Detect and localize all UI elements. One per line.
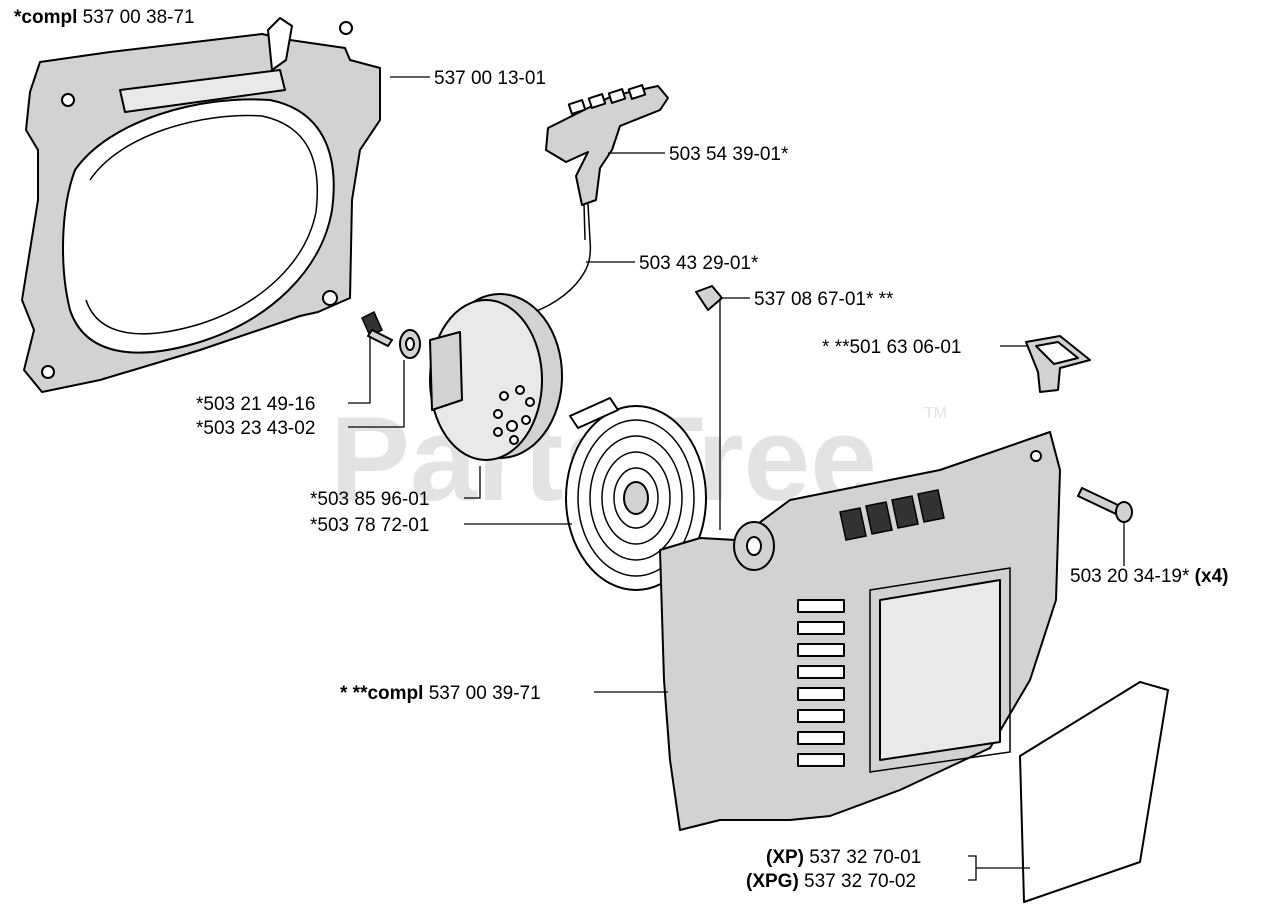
label-compl-fan-housing: *compl 537 00 38-71 [14,7,195,28]
label-cover-screw: 503 20 34-19* (x4) [1070,566,1228,587]
label-screw: *503 21 49-16 [196,394,315,415]
label-starter-rope: 503 43 29-01* [639,253,759,274]
label-cover-screw-number: 503 20 34-19* [1070,566,1195,587]
label-cover-screw-qty: (x4) [1195,566,1229,587]
rope-pulley-part[interactable] [429,293,563,461]
washer-part[interactable] [399,329,421,359]
label-valve: * **501 63 06-01 [822,337,961,358]
label-washer: *503 23 43-02 [196,418,315,439]
recoil-spring-part[interactable] [565,397,707,591]
label-fan-housing: 537 00 13-01 [434,68,546,89]
starter-screw-part[interactable] [361,310,393,347]
valve-part[interactable] [1025,335,1091,393]
label-compl-starter-cover-number: 537 00 39-71 [423,683,540,704]
label-decal-xp-model: (XP) [766,847,804,868]
label-recoil-spring: *503 78 72-01 [310,515,429,536]
label-decal-xp-number: 537 32 70-01 [804,847,921,868]
label-compl-fan-housing-number: 537 00 38-71 [77,7,194,28]
label-starter-handle: 503 54 39-01* [669,144,789,165]
label-decal-xpg: (XPG) 537 32 70-02 [746,871,916,892]
watermark-tm: TM [924,405,947,422]
label-compl-starter-cover-prefix: * **compl [340,683,423,704]
starter-cover-part[interactable] [659,431,1061,831]
bushing-part[interactable] [695,285,723,311]
leader-lines [348,76,1125,881]
decal-part[interactable] [1019,681,1169,903]
starter-handle-part[interactable] [545,84,669,206]
label-decal-xp: (XP) 537 32 70-01 [766,847,921,868]
label-compl-starter-cover: * **compl 537 00 39-71 [340,683,541,704]
label-decal-xpg-model: (XPG) [746,871,799,892]
cover-screw-part[interactable] [1077,487,1133,523]
label-compl-fan-housing-prefix: *compl [14,7,77,28]
label-decal-xpg-number: 537 32 70-02 [799,871,916,892]
label-rope-pulley: *503 85 96-01 [310,489,429,510]
fan-housing-part[interactable] [21,17,381,393]
label-bushing: 537 08 67-01* ** [754,289,894,310]
